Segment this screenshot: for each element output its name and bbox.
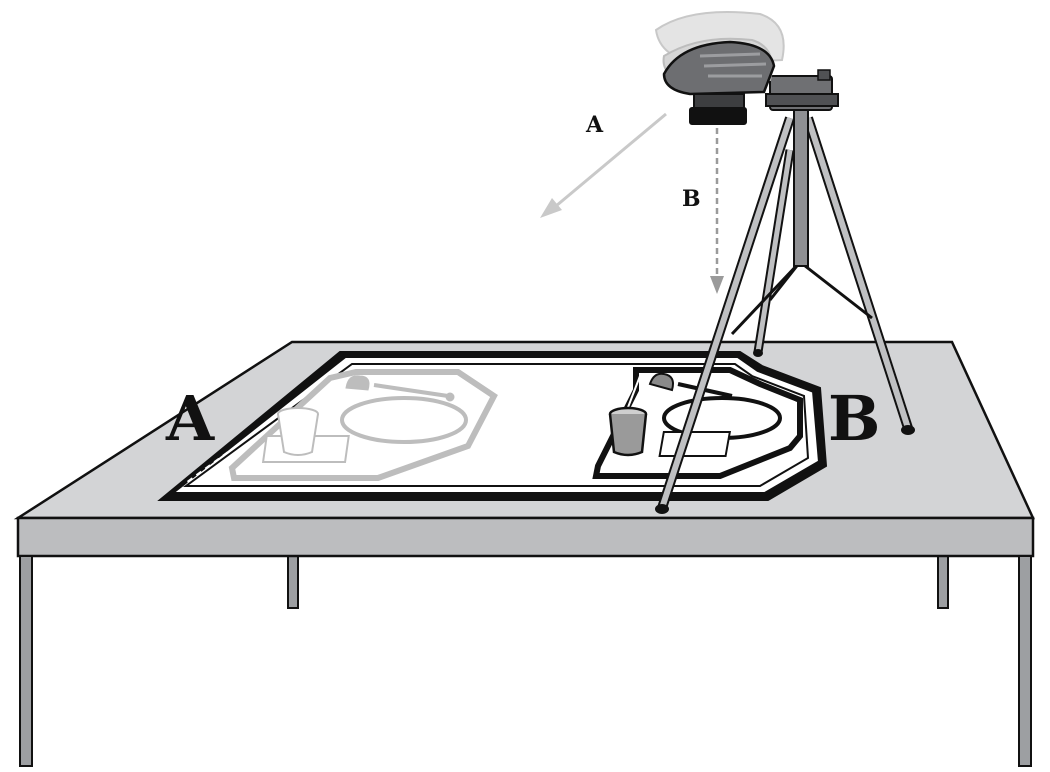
arena-inner-line xyxy=(182,363,810,487)
tripod-brace-2 xyxy=(799,260,873,320)
tripod-center-column xyxy=(793,109,809,267)
camera-body-highlight xyxy=(699,52,767,78)
tripod-leg-right-inner xyxy=(805,117,911,429)
layout-b-cup xyxy=(608,406,648,457)
table-front-edge xyxy=(16,516,1035,558)
layout-a-object xyxy=(345,375,370,391)
tripod xyxy=(655,69,915,514)
tripod-brace-3 xyxy=(768,261,802,301)
arrow-a-label: A xyxy=(585,112,604,138)
layout-a-stick-end xyxy=(445,392,455,402)
camera-arrows xyxy=(540,112,724,294)
layout-a-cup xyxy=(277,407,319,456)
layout-a-track-inner xyxy=(241,377,488,473)
tripod-head-plate xyxy=(765,93,839,107)
arrow-a-head xyxy=(540,198,562,218)
layout-b-track-inner xyxy=(602,375,795,471)
table-leg-back-right xyxy=(937,555,949,609)
tripod-foot-front xyxy=(655,504,669,514)
arrow-b-label: B xyxy=(682,186,701,212)
camera-lens xyxy=(689,107,747,125)
tripod-leg-back-inner xyxy=(755,149,793,353)
table-leg-front-right xyxy=(1018,555,1032,767)
table-leg-back-left xyxy=(287,555,299,609)
arrow-b-head xyxy=(710,276,724,294)
camera xyxy=(654,11,785,125)
table-leg-front-left xyxy=(19,555,33,767)
tripod-leg-front-inner xyxy=(659,117,793,509)
layout-b-grid-card xyxy=(658,431,732,457)
tripod-foot-right xyxy=(901,425,915,435)
tripod-head-knob xyxy=(817,69,831,81)
tripod-foot-back xyxy=(753,349,763,357)
camera-lens-ring xyxy=(693,93,745,109)
layout-a-circle xyxy=(340,396,468,444)
layout-a xyxy=(228,369,498,481)
position-b-label: B xyxy=(828,382,880,455)
arrow-a-line xyxy=(555,112,667,208)
layout-a-stick xyxy=(373,383,449,398)
layout-b-object xyxy=(648,372,674,392)
position-a-label: A xyxy=(165,382,215,455)
layout-b-track-outer xyxy=(592,367,803,479)
